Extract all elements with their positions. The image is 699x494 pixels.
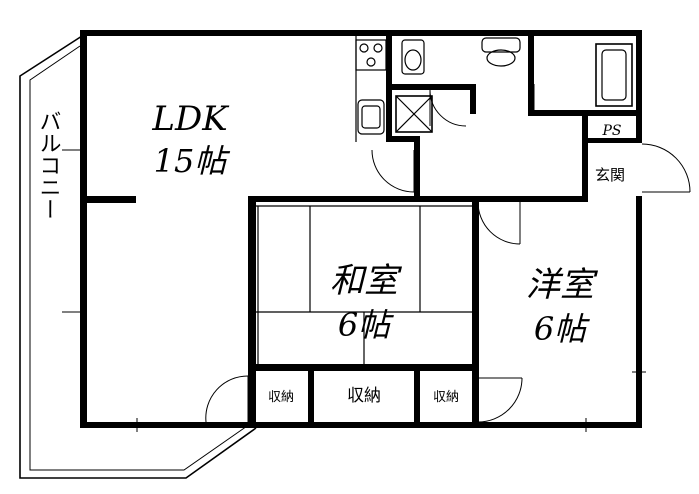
interior-walls <box>80 30 642 428</box>
toilet-icon <box>481 37 521 67</box>
balcony-outline <box>19 35 257 479</box>
storage-box-icon <box>395 95 433 133</box>
storage-center-label: 収納 <box>347 386 381 406</box>
genkan-label: 玄関 <box>595 166 625 184</box>
washbasin-icon <box>401 39 425 75</box>
youshitsu-room-size: 6帖 <box>534 310 590 348</box>
ldk-room-size: 15帖 <box>154 142 231 180</box>
sink-icon <box>357 99 385 135</box>
washitsu-room-size: 6帖 <box>338 306 394 344</box>
outer-walls <box>80 30 642 428</box>
ldk-room-name: LDK <box>151 99 230 139</box>
stove-icon <box>355 39 387 71</box>
bathtub-icon <box>595 43 633 107</box>
window-marks <box>62 149 646 432</box>
ps-label: PS <box>601 123 621 139</box>
storage-left-label: 収納 <box>268 390 294 405</box>
youshitsu-room-name: 洋室 <box>526 265 599 305</box>
storage-right-label: 収納 <box>433 390 459 405</box>
washitsu-room-name: 和室 <box>330 261 403 301</box>
balcony-label: バルコニー <box>36 110 61 220</box>
tatami-lines <box>256 205 472 364</box>
